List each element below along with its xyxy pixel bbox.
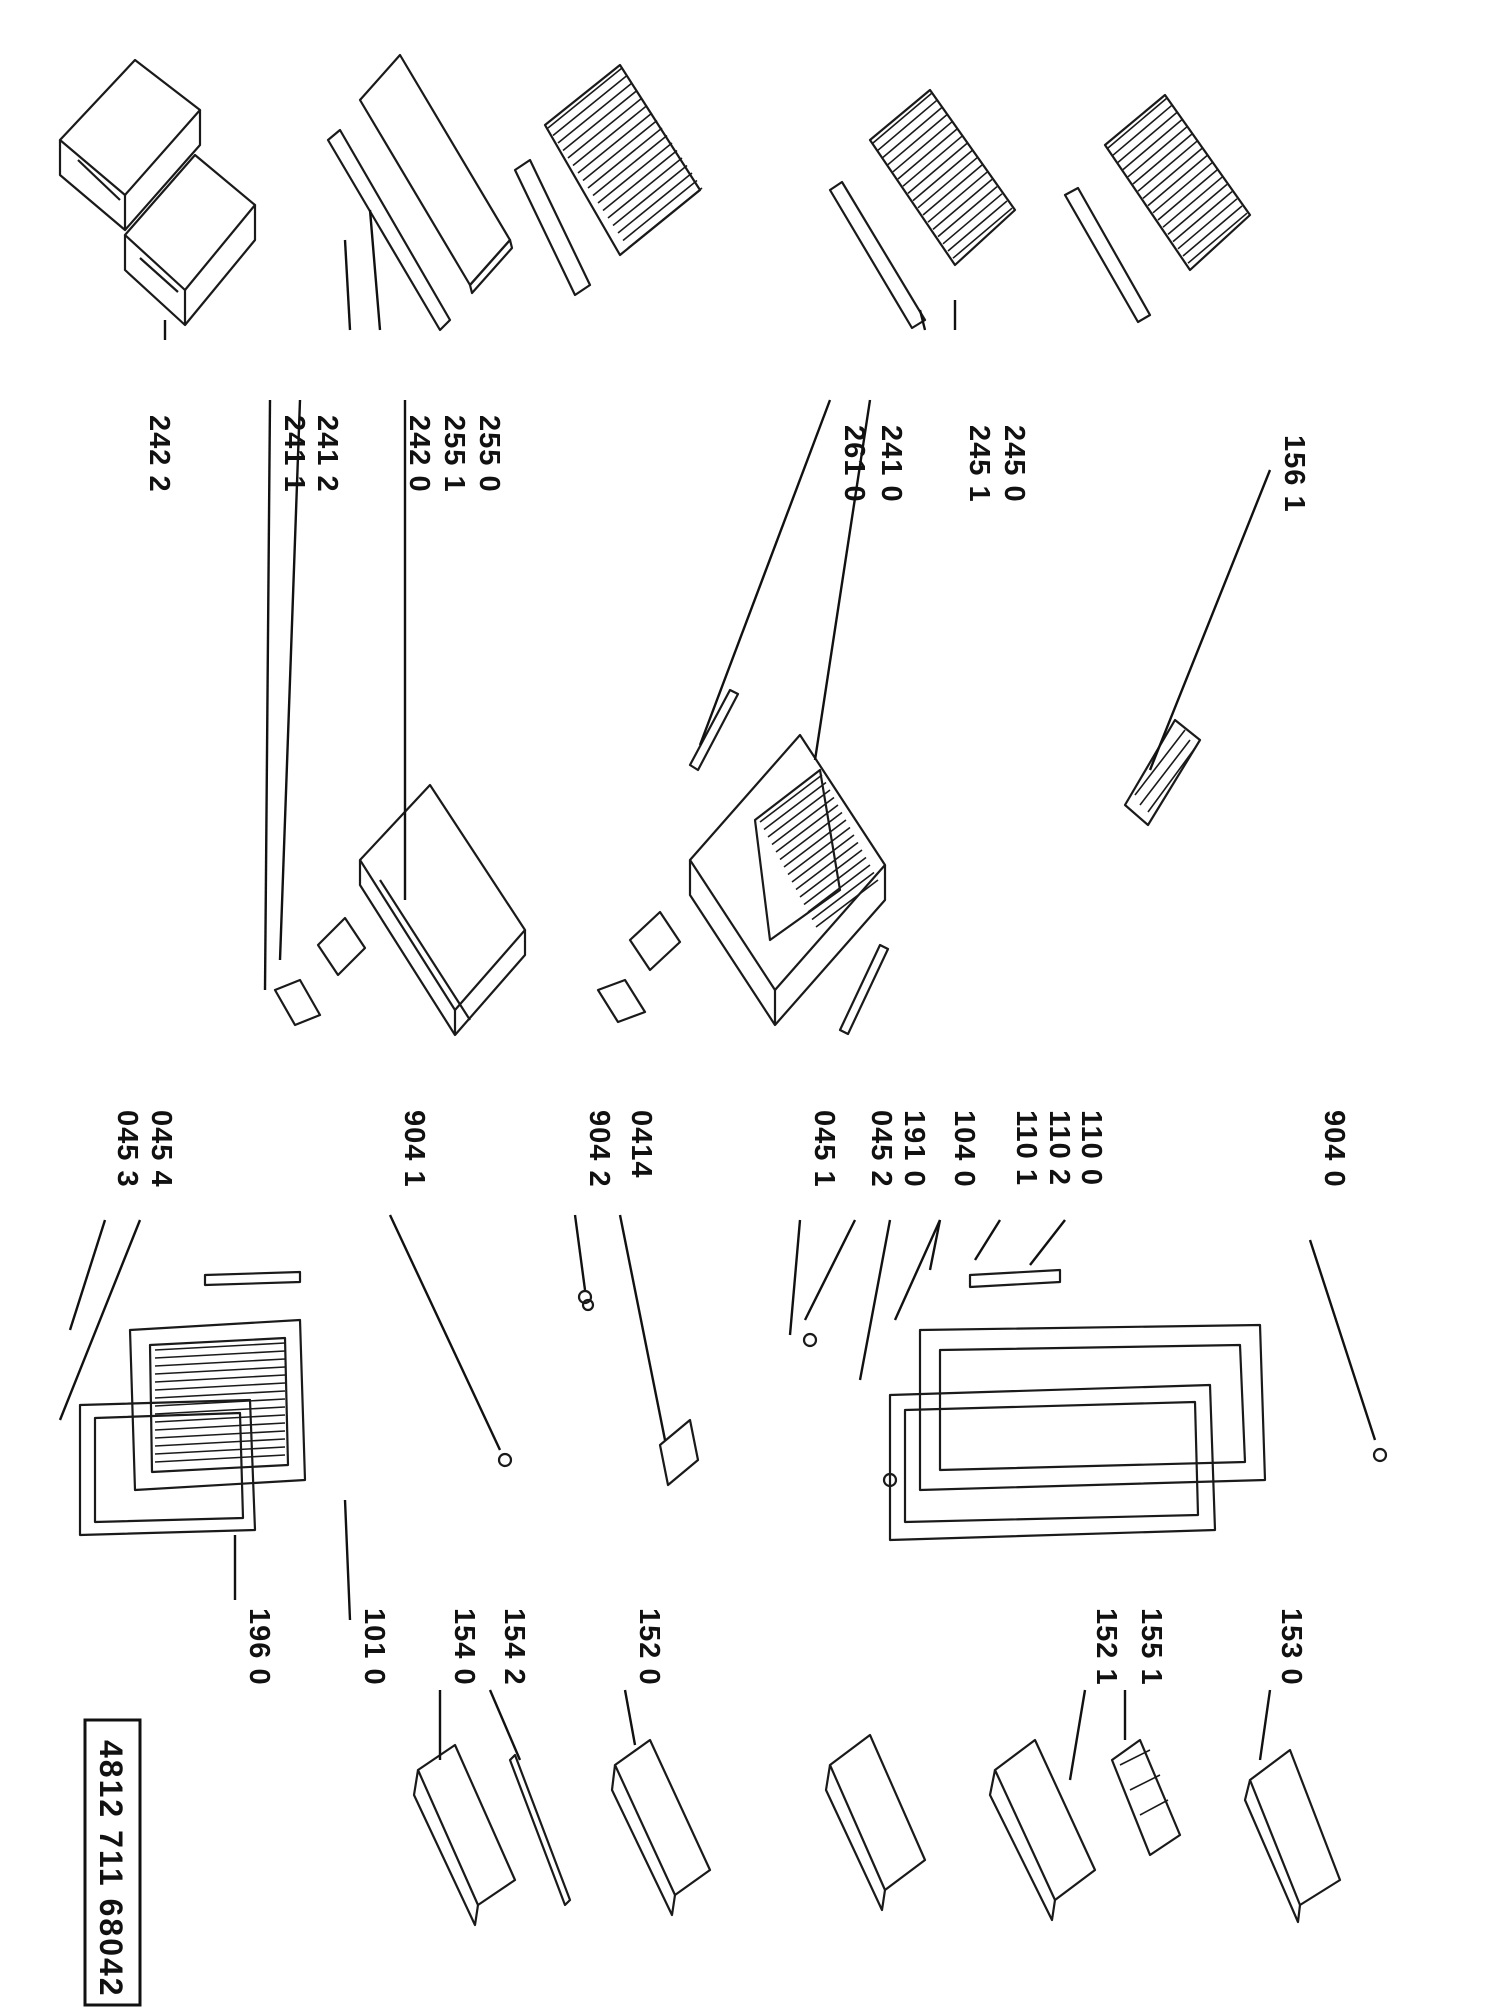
label-241-1: 241 1 — [278, 415, 310, 493]
label-152-1: 152 1 — [1090, 1608, 1122, 1686]
part-245-wire-shelf — [828, 88, 1017, 330]
document-number: 4812 711 68042 — [93, 1740, 129, 1998]
label-101-0: 101 0 — [358, 1608, 390, 1686]
label-154-0: 154 0 — [448, 1608, 480, 1686]
label-156-1: 156 1 — [1278, 435, 1310, 513]
part-154-0-door-shelf — [412, 1743, 517, 1927]
label-110-1: 110 1 — [1010, 1110, 1042, 1186]
label-045-2: 045 2 — [865, 1110, 897, 1188]
label-104-0: 104 0 — [948, 1110, 980, 1188]
label-152-0: 152 0 — [633, 1608, 665, 1686]
label-245-0: 245 0 — [998, 425, 1030, 503]
label-196-0: 196 0 — [243, 1608, 275, 1686]
part-154-2-rail — [508, 1753, 572, 1907]
part-242-0-drawer — [273, 783, 527, 1037]
part-242-2-boxes — [58, 58, 257, 327]
part-upper-door — [802, 1268, 1388, 1542]
part-255-glass-shelf — [326, 53, 514, 332]
label-904-2: 904 2 — [583, 1110, 615, 1188]
label-153-0: 153 0 — [1275, 1608, 1307, 1686]
part-wire-shelf-c — [1063, 93, 1252, 324]
part-152-1-door-shelf — [988, 1738, 1097, 1922]
label-045-1: 045 1 — [808, 1110, 840, 1188]
label-255-0: 255 0 — [473, 415, 505, 493]
part-lower-door — [78, 1270, 593, 1537]
leader-lines — [58, 209, 1377, 1781]
label-0414: 0414 — [625, 1110, 657, 1179]
part-labels: 242 2 255 0 255 1 242 0 241 2 241 1 245 … — [111, 415, 1350, 1686]
label-191-0: 191 0 — [898, 1110, 930, 1188]
label-261-0: 261 0 — [838, 425, 870, 503]
label-241-0: 241 0 — [875, 425, 907, 503]
label-045-4: 045 4 — [145, 1110, 177, 1188]
part-hinge-0414 — [581, 1298, 700, 1487]
label-242-2: 242 2 — [143, 415, 175, 493]
label-110-2: 110 2 — [1043, 1110, 1075, 1186]
label-255-1: 255 1 — [438, 415, 470, 493]
part-153-0-bottle-shelf — [1243, 1748, 1342, 1924]
part-155-1-egg-tray — [1110, 1738, 1182, 1857]
label-155-1: 155 1 — [1135, 1608, 1167, 1686]
label-241-2: 241 2 — [311, 415, 343, 493]
label-045-3: 045 3 — [111, 1110, 143, 1188]
label-110-0: 110 0 — [1075, 1110, 1107, 1186]
label-904-0: 904 0 — [1318, 1110, 1350, 1188]
document-number-box: 4812 711 68042 — [83, 1718, 142, 2007]
label-154-2: 154 2 — [498, 1608, 530, 1686]
part-152-0-door-shelf — [610, 1738, 712, 1917]
part-door-shelf-unlabeled — [824, 1733, 927, 1912]
part-241-0-crisper — [596, 688, 890, 1036]
label-245-1: 245 1 — [963, 425, 995, 503]
label-242-0: 242 0 — [403, 415, 435, 493]
part-wire-shelf-a — [513, 63, 703, 297]
label-904-1: 904 1 — [398, 1110, 430, 1188]
